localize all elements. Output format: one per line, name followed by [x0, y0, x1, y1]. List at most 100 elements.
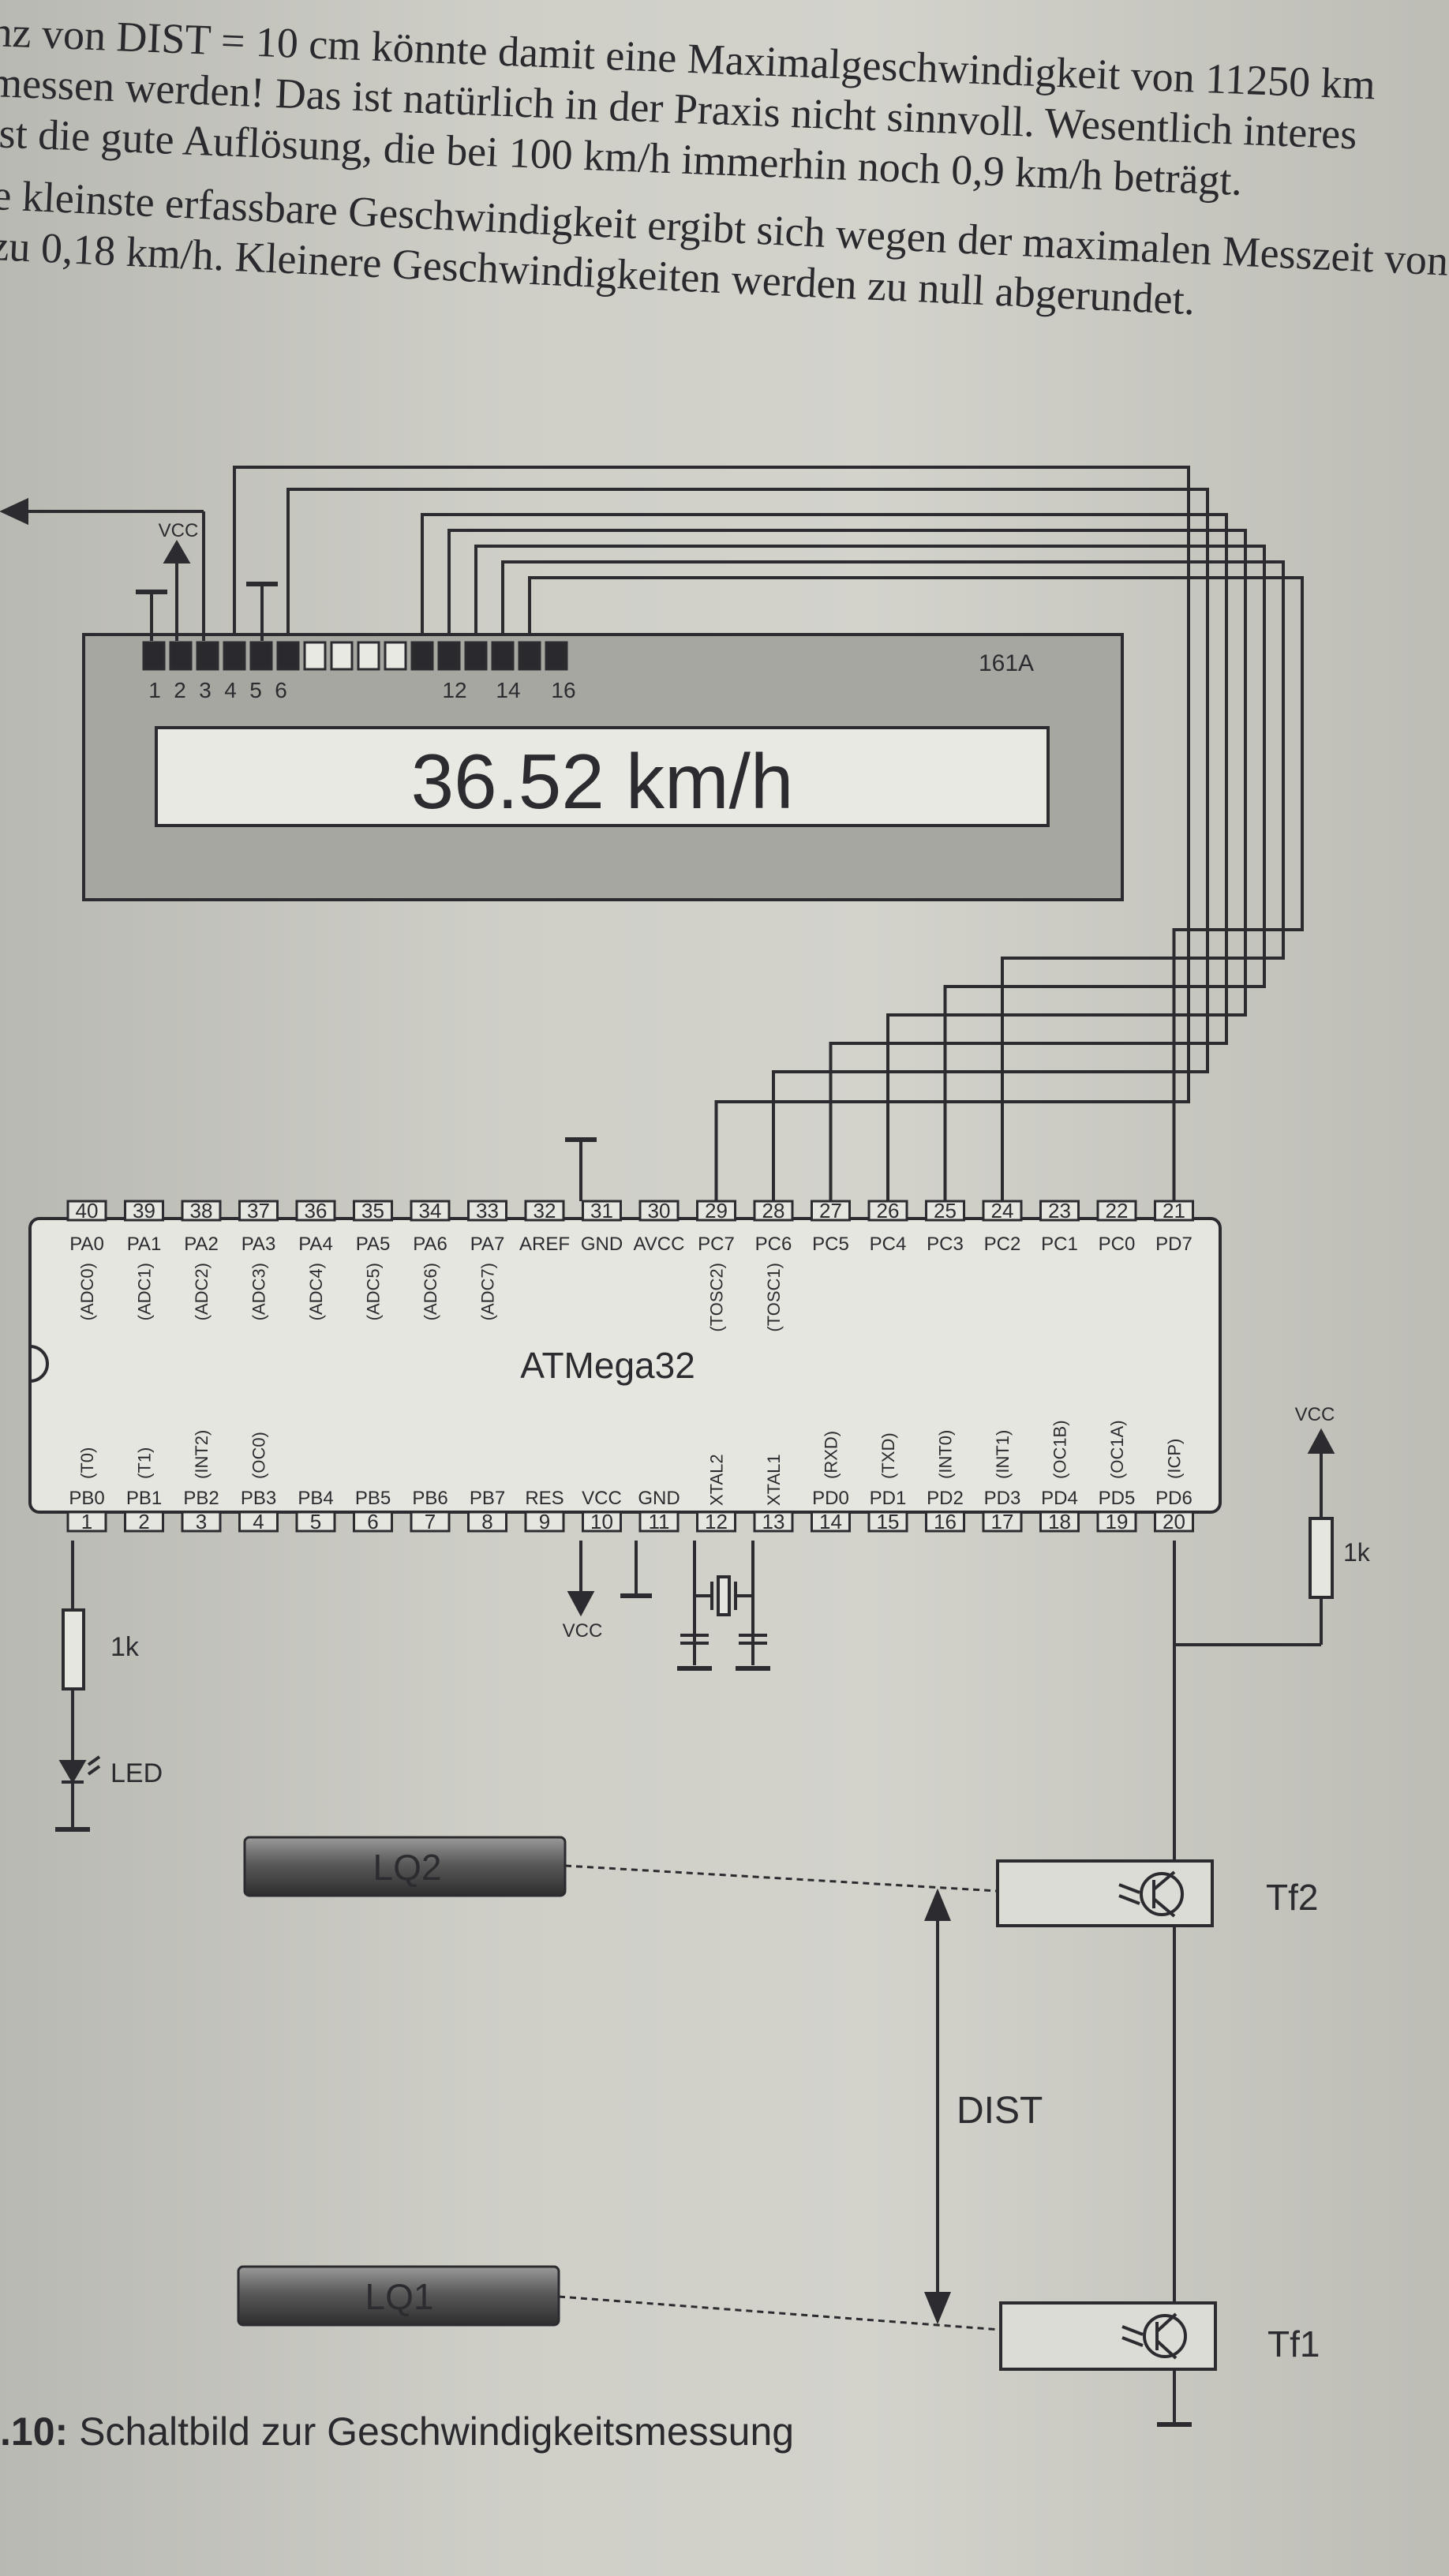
- gnd-pin31: [565, 1137, 597, 1201]
- mcu-pin: [524, 1511, 565, 1533]
- tf1-label: Tf1: [1267, 2323, 1320, 2364]
- mcu-pin-name: GND: [581, 1234, 623, 1255]
- lcd-pin-number: 5: [249, 678, 262, 702]
- mcu-pin-name: PD7: [1155, 1234, 1193, 1255]
- mcu-pin-name: PA6: [413, 1234, 447, 1255]
- lcd-pin-number: 14: [496, 678, 520, 702]
- mcu-pin: [295, 1200, 336, 1222]
- vcc-pin10: [567, 1541, 595, 1617]
- mcu-pin-name: PC1: [1041, 1234, 1078, 1255]
- output-arrow-icon: [0, 497, 28, 526]
- data-wire: [286, 488, 1209, 1201]
- mcu-pin-name: PB2: [183, 1488, 219, 1509]
- mcu-pin-name: RES: [525, 1488, 564, 1509]
- mcu-pin: [467, 1511, 507, 1533]
- mcu-pin-name: PD3: [984, 1488, 1021, 1509]
- mcu-pin: [638, 1200, 680, 1222]
- lcd-display-text: 36.52 km/h: [411, 738, 794, 825]
- lcd-pin-number: 16: [551, 678, 575, 702]
- mcu-pin: [1154, 1511, 1194, 1533]
- mcu-pin-name: PC2: [984, 1234, 1021, 1255]
- mcu-pin-number: 1: [81, 1510, 92, 1533]
- mcu-pin: [181, 1200, 222, 1222]
- mcu-pin-number: 18: [1048, 1510, 1071, 1533]
- mcu-pin: [295, 1511, 336, 1533]
- mcu-pin: [410, 1200, 451, 1222]
- lcd-pin: [464, 641, 488, 671]
- vcc-arrow-icon: [1307, 1428, 1335, 1454]
- mcu-pin-number: 26: [877, 1199, 900, 1222]
- mcu-pin: [638, 1511, 680, 1533]
- mcu-pin-alt: (TOSC1): [764, 1263, 784, 1332]
- mcu-pin-alt: (INT0): [936, 1430, 956, 1479]
- data-wire: [501, 560, 1285, 1201]
- mcu-pin: [696, 1511, 736, 1533]
- mcu-pin: [1039, 1200, 1080, 1222]
- lcd-module: 161A 36.52 km/h 1 2 3 4 5 6 12 14 16: [82, 633, 1124, 901]
- mcu-pin-name: PB7: [470, 1488, 505, 1509]
- mcu-pin-alt: (INT2): [192, 1430, 212, 1479]
- mcu-pin-alt: (RXD): [822, 1431, 841, 1479]
- lcd-pin: [545, 641, 568, 671]
- mcu-pin: [1154, 1200, 1194, 1222]
- mcu-pin-name: PC5: [812, 1234, 849, 1255]
- tf2-label: Tf2: [1266, 1877, 1318, 1918]
- caption-text: Schaltbild zur Geschwindigkeitsmessung: [79, 2409, 795, 2454]
- mcu-pin-number: 27: [819, 1199, 842, 1222]
- mcu-pin: [582, 1511, 622, 1533]
- lcd-pin-number: 4: [224, 678, 237, 702]
- mcu-pin-name: PB3: [241, 1488, 276, 1509]
- mcu-pin-alt: (OC1A): [1107, 1420, 1127, 1479]
- mcu-pin: [696, 1200, 736, 1222]
- mcu-pin-number: 39: [133, 1199, 155, 1222]
- vcc-right-label: VCC: [1295, 1404, 1335, 1425]
- mcu-pin-number: 40: [76, 1199, 99, 1222]
- mcu-pin: [124, 1511, 164, 1533]
- mcu-pin: [982, 1511, 1023, 1533]
- mcu-pin: [811, 1511, 851, 1533]
- mcu-pin-alt: (TOSC2): [707, 1263, 727, 1332]
- lcd-pin-labels: 1 2 3 4 5 6 12 14 16: [148, 678, 575, 702]
- mcu-pin-name: PA5: [356, 1234, 391, 1255]
- mcu-pin-number: 8: [481, 1510, 492, 1533]
- mcu-pin-alt: (ADC7): [478, 1263, 498, 1320]
- lcd-pin-number: 6: [275, 678, 287, 702]
- mcu-pin-number: 17: [991, 1510, 1014, 1533]
- mcu-pin-number: 14: [819, 1510, 842, 1533]
- mcu-pin-number: 30: [648, 1199, 671, 1222]
- mcu-pin-number: 33: [476, 1199, 499, 1222]
- mcu-pin: [66, 1200, 107, 1222]
- mcu-pin: [353, 1511, 393, 1533]
- mcu-pin: [925, 1200, 965, 1222]
- mcu-top-pins: 40PA0(ADC0)39PA1(ADC1)38PA2(ADC2)37PA3(A…: [66, 1199, 1194, 1332]
- phototransistor-tf1: [999, 2301, 1217, 2371]
- lcd-pin-header: [142, 641, 568, 671]
- mcu-pin-number: 7: [425, 1510, 436, 1533]
- mcu-pin-name: PD6: [1155, 1488, 1193, 1509]
- mcu-pin-name: PB5: [355, 1488, 391, 1509]
- mcu-pin-name: PA1: [127, 1234, 162, 1255]
- mcu-pin-number: 23: [1048, 1199, 1071, 1222]
- mcu-pin-name: PD4: [1041, 1488, 1078, 1509]
- mcu-pin-number: 31: [590, 1199, 613, 1222]
- mcu-pin: [467, 1200, 507, 1222]
- mcu-pin-name: XTAL1: [764, 1454, 784, 1506]
- mcu-pin-number: 25: [934, 1199, 957, 1222]
- lq2-label: LQ2: [373, 1847, 442, 1888]
- lcd-pin: [491, 641, 515, 671]
- mcu-pin-number: 21: [1163, 1199, 1185, 1222]
- data-wire: [447, 529, 1247, 1201]
- mcu-pin-alt: (INT1): [993, 1430, 1013, 1479]
- mcu-pin-number: 9: [539, 1510, 550, 1533]
- mcu-pin-name: PD5: [1099, 1488, 1136, 1509]
- mcu-pin-number: 37: [247, 1199, 270, 1222]
- dist-label: DIST: [957, 2090, 1043, 2132]
- mcu-pin-name: PB6: [412, 1488, 447, 1509]
- mcu-pin-number: 4: [253, 1510, 264, 1533]
- mcu-chip: ATMega32 40PA0(ADC0)39PA1(ADC1)38PA2(ADC…: [28, 1199, 1222, 1533]
- vcc-label: VCC: [159, 520, 199, 541]
- lcd-pin: [330, 641, 354, 671]
- mcu-name: ATMega32: [520, 1345, 695, 1386]
- mcu-pin-name: PC3: [927, 1234, 964, 1255]
- led-label: LED: [110, 1758, 163, 1788]
